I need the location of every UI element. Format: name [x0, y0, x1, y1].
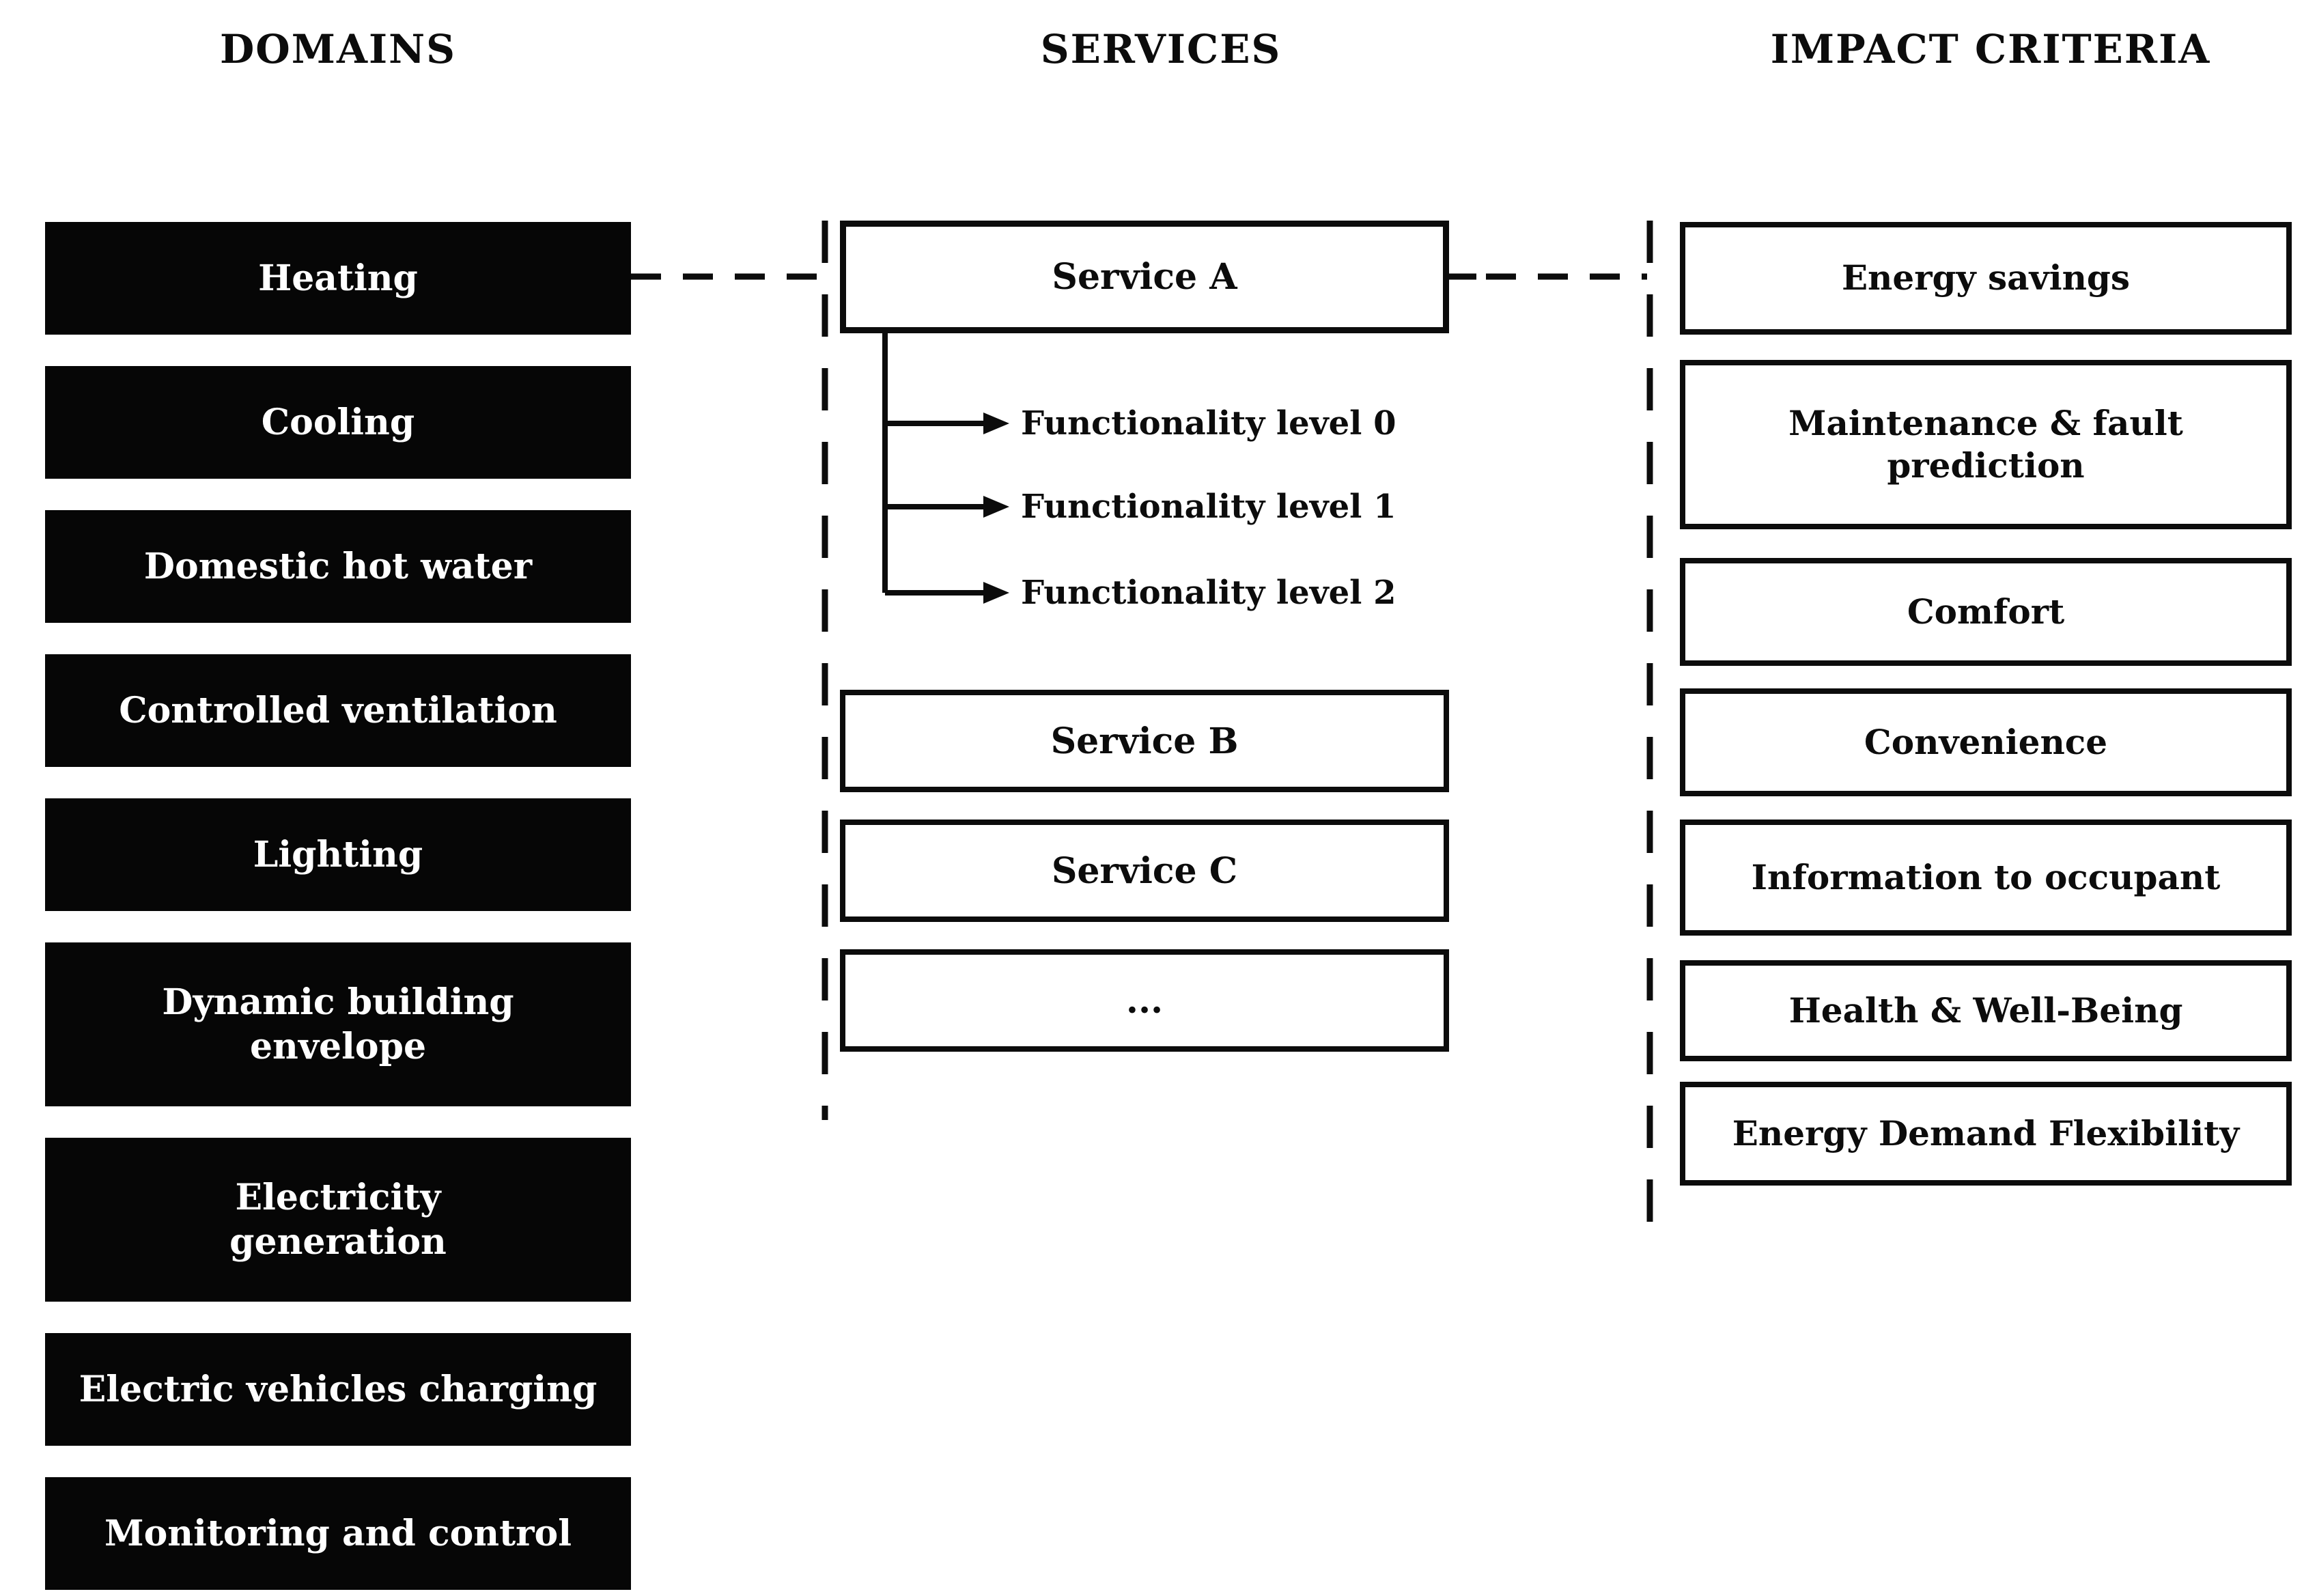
impact-label: Energy Demand Flexibility	[1732, 1112, 2240, 1153]
domain-label: Domestic hot water	[143, 546, 533, 587]
domain-label: Controlled ventilation	[119, 690, 557, 731]
domain-label: Monitoring and control	[104, 1513, 572, 1554]
services-column-title: SERVICES	[1040, 26, 1282, 72]
impact-label: Convenience	[1864, 721, 2108, 762]
functionality-level-0-label: Functionality level 0	[1021, 404, 1396, 443]
arrow-right-icon	[983, 412, 1009, 434]
service-label: Service B	[1050, 720, 1239, 762]
impact-box-energy-demand-flexibility: Energy Demand Flexibility	[1680, 1082, 2292, 1186]
service-label: Service C	[1051, 850, 1238, 892]
arrow-right-icon	[983, 582, 1009, 604]
domain-label: Heating	[258, 257, 418, 299]
domain-box-monitoring-and-control: Monitoring and control	[45, 1477, 631, 1590]
service-c-box: Service C	[840, 820, 1449, 922]
arrow-right-icon	[983, 496, 1009, 518]
domain-box-electric-vehicles-charging: Electric vehicles charging	[45, 1333, 631, 1446]
domain-box-dynamic-building-envelope: Dynamic building envelope	[45, 942, 631, 1106]
domain-label: Cooling	[261, 402, 415, 443]
impact-box-convenience: Convenience	[1680, 688, 2292, 796]
impact-box-maintenance-fault-prediction: Maintenance & fault prediction	[1680, 360, 2292, 529]
impact-box-energy-savings: Energy savings	[1680, 222, 2292, 335]
impact-box-information-to-occupant: Information to occupant	[1680, 820, 2292, 936]
domain-box-cooling: Cooling	[45, 366, 631, 479]
impact-box-comfort: Comfort	[1680, 558, 2292, 666]
impact-box-health-well-being: Health & Well-Being	[1680, 960, 2292, 1061]
service-a-box: Service A	[840, 221, 1449, 333]
domain-box-lighting: Lighting	[45, 798, 631, 911]
service-b-box: Service B	[840, 690, 1449, 792]
domain-label: Dynamic building envelope	[162, 981, 514, 1067]
impact-label: Information to occupant	[1751, 856, 2221, 897]
domain-box-heating: Heating	[45, 222, 631, 335]
service-label: Service A	[1052, 256, 1237, 298]
functionality-level-2-label: Functionality level 2	[1021, 574, 1396, 612]
impact-label: Health & Well-Being	[1788, 990, 2183, 1031]
impact-criteria-column-title: IMPACT CRITERIA	[1770, 26, 2211, 72]
impact-label: Comfort	[1907, 591, 2065, 632]
service-ellipsis-box: ...	[840, 949, 1449, 1052]
domain-box-controlled-ventilation: Controlled ventilation	[45, 654, 631, 767]
ellipsis-label: ...	[1125, 979, 1164, 1022]
domain-box-electricity-generation: Electricity generation	[45, 1138, 631, 1302]
domain-label: Electricity generation	[229, 1177, 447, 1263]
impact-label: Maintenance & fault prediction	[1788, 402, 2183, 486]
domains-column-title: DOMAINS	[219, 26, 457, 72]
domain-label: Lighting	[253, 834, 423, 876]
functionality-level-1-label: Functionality level 1	[1021, 488, 1396, 526]
domain-label: Electric vehicles charging	[79, 1369, 598, 1410]
domain-box-domestic-hot-water: Domestic hot water	[45, 510, 631, 623]
impact-label: Energy savings	[1841, 257, 2131, 298]
